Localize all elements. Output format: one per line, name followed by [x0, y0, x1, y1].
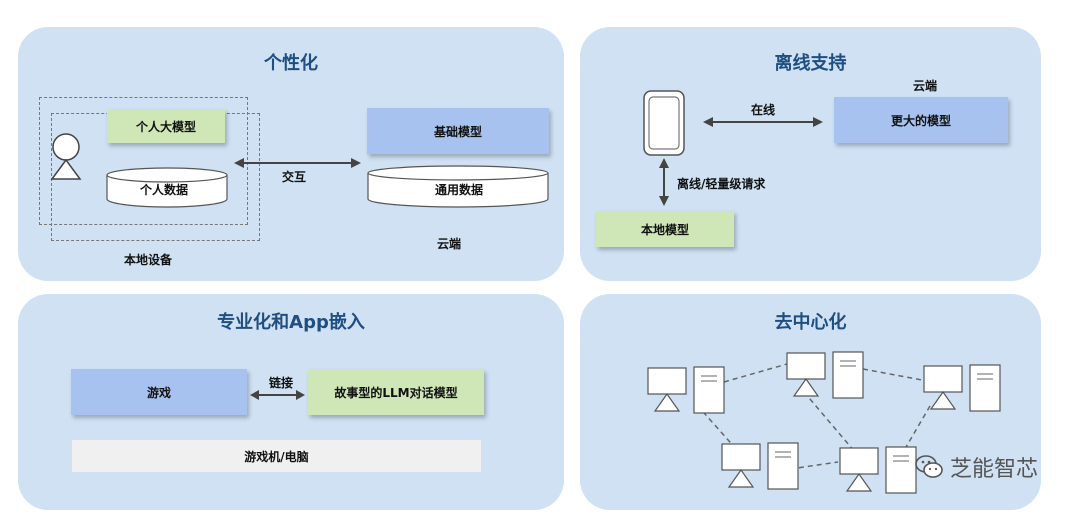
- watermark: 芝能智芯: [914, 451, 1038, 483]
- local-device-frame-front: [39, 97, 248, 225]
- general-data-cylinder: [367, 165, 549, 208]
- console-bar: 游戏机/电脑: [72, 440, 481, 472]
- cloud-label: 云端: [437, 237, 462, 251]
- interact-label: 交互: [282, 170, 307, 184]
- link-label: 链接: [269, 376, 294, 390]
- base-model-box: 基础模型: [367, 108, 549, 154]
- panel-specialization: 专业化和App嵌入 游戏 链接 故事型的LLM对话模型 游戏机/电脑: [18, 294, 564, 510]
- panel-decentralization: 去中心化: [580, 294, 1041, 510]
- network-node-5: [839, 446, 917, 494]
- panel-title: 去中心化: [774, 312, 847, 333]
- network-link: [862, 368, 923, 381]
- phone-icon: [643, 90, 685, 156]
- panel-title: 离线支持: [774, 53, 847, 74]
- general-data-label: 通用数据: [435, 183, 484, 197]
- network-node-4: [721, 442, 799, 490]
- cloud-label: 云端: [913, 79, 938, 93]
- local-model-box: 本地模型: [596, 211, 734, 247]
- personal-data-cylinder: [106, 167, 228, 208]
- local-device-label: 本地设备: [124, 253, 173, 267]
- network-node-1: [647, 366, 725, 414]
- user-icon: [50, 133, 82, 180]
- game-box: 游戏: [71, 369, 247, 415]
- panel-offline-support: 离线支持 云端 在线 更大的模型 离线/轻量级请求 本地模型: [580, 27, 1041, 281]
- story-model-box: 故事型的LLM对话模型: [308, 369, 484, 415]
- personal-model-box: 个人大模型: [107, 109, 225, 143]
- network-link: [803, 391, 856, 453]
- watermark-text: 芝能智芯: [949, 457, 1038, 482]
- panel-title: 个性化: [264, 53, 318, 74]
- online-label: 在线: [751, 103, 776, 117]
- network-node-3: [923, 364, 1001, 412]
- panel-title: 专业化和App嵌入: [217, 312, 365, 333]
- offline-request-label: 离线/轻量级请求: [677, 177, 766, 191]
- bigger-model-box: 更大的模型: [834, 97, 1008, 143]
- panel-personalization: 个性化 个人大模型 个人数据 交互 基础模型 通用数据 本地设备 云端: [18, 27, 564, 281]
- network-link: [723, 363, 788, 383]
- personal-data-label: 个人数据: [140, 183, 189, 197]
- network-node-2: [786, 351, 864, 399]
- wechat-icon: [915, 455, 943, 478]
